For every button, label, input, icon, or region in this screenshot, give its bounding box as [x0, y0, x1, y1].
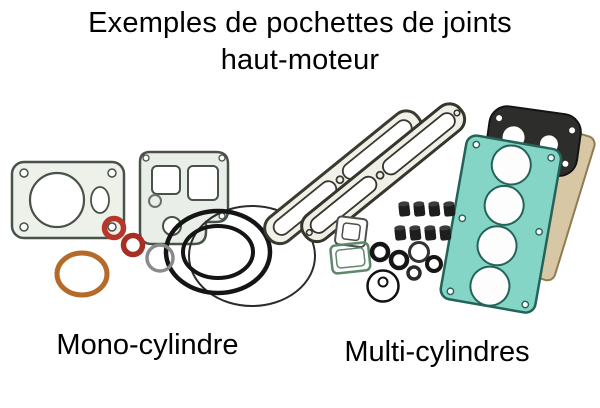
caption-multi-cylindres: Multi-cylindres [344, 336, 530, 368]
title-line2: haut-moteur [220, 44, 380, 77]
valve-cover-gasket-2 [263, 109, 423, 246]
gasket-kits-illustration [10, 102, 596, 314]
gray-o-ring [145, 243, 175, 273]
mono-cylinder-gasket-set [10, 150, 316, 307]
red-o-ring-2 [120, 232, 146, 258]
four-cylinder-head-gasket [439, 134, 563, 314]
page-title: Exemples de pochettes de joints haut-mot… [0, 5, 600, 79]
valve-cover-gasket-1 [300, 102, 467, 244]
gasket-kits-photo [0, 76, 600, 328]
red-o-ring-1 [101, 215, 127, 241]
oil-seal-ring [366, 269, 400, 303]
cylinder-base-gasket [10, 160, 126, 240]
multi-cylinder-gasket-set [263, 102, 596, 314]
valve-stem-seals [394, 201, 456, 241]
small-square-gasket [334, 215, 369, 248]
thin-outer-ring [188, 205, 316, 307]
small-rect-gasket-green [329, 241, 372, 275]
large-rubber-ring [163, 208, 273, 296]
title-line1: Exemples de pochettes de joints [88, 7, 512, 39]
caption-mono-cylindre: Mono-cylindre [56, 329, 239, 361]
orange-o-ring [54, 250, 110, 298]
small-o-rings [369, 241, 443, 281]
mono-head-gasket [138, 150, 230, 246]
tiny-gray-ring [148, 194, 162, 208]
